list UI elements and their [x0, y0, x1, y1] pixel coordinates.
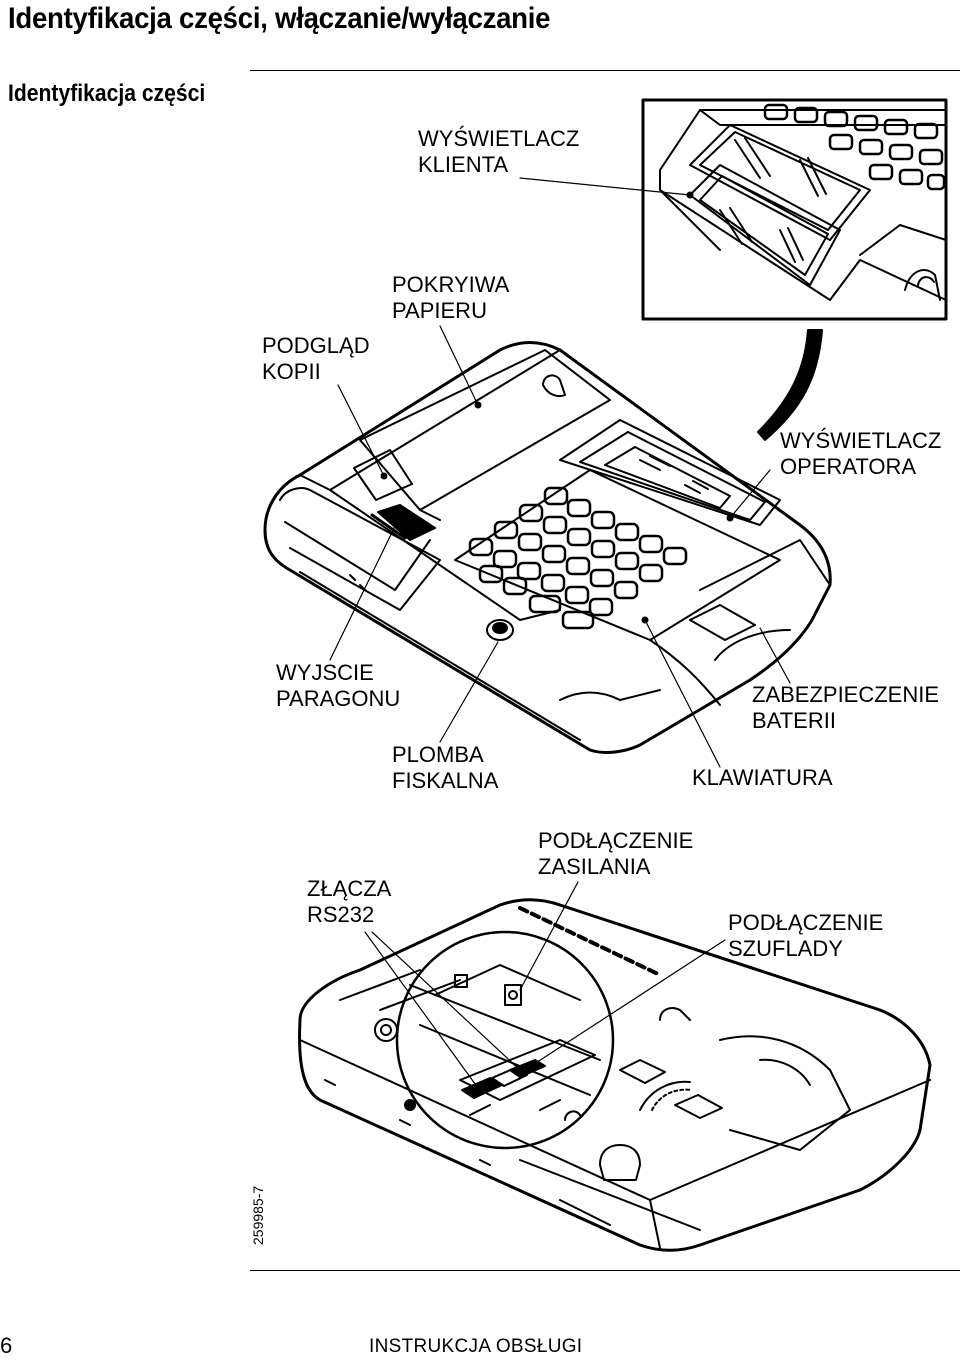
fiscal-seal-label: PLOMBA FISKALNA	[392, 742, 498, 794]
battery-cover-label-line1: ZABEZPIECZENIE	[752, 682, 940, 707]
bottom-rule	[250, 1270, 960, 1271]
customer-display-label-line1: WYŚWIETLACZ	[418, 126, 580, 151]
footer-text: INSTRUKCJA OBSŁUGI	[369, 1336, 583, 1357]
power-connector-label-line1: PODŁĄCZENIE	[538, 828, 694, 853]
battery-cover-label-line2: BATERII	[752, 708, 836, 733]
copy-preview-label-line1: PODGLĄD	[262, 333, 370, 358]
drawer-connector-label: PODŁĄCZENIE SZUFLADY	[728, 910, 883, 962]
paper-cover-label: POKRYIWA PAPIERU	[392, 272, 509, 324]
power-connector-label: PODŁĄCZENIE ZASILANIA	[538, 828, 693, 880]
rs232-ports-label-line2: RS232	[307, 902, 375, 927]
page-title: Identyfikacja części, włączanie/wyłączan…	[8, 2, 551, 35]
figure-code: 259985-7	[250, 1185, 266, 1245]
cash-register-bottom	[298, 898, 932, 1252]
operator-display-label-line1: WYŚWIETLACZ	[780, 428, 942, 453]
top-rule	[250, 70, 960, 71]
operator-display-label-line2: OPERATORA	[780, 454, 917, 479]
rs232-ports-label-line1: ZŁĄCZA	[307, 876, 392, 901]
paper-cover-label-line1: POKRYIWA	[392, 272, 510, 297]
customer-display-inset	[641, 98, 948, 321]
section-title: Identyfikacja części	[8, 80, 206, 107]
receipt-exit-label: WYJSCIE PARAGONU	[276, 660, 400, 712]
copy-preview-label-line2: KOPII	[262, 359, 321, 384]
paper-cover-label-line2: PAPIERU	[392, 298, 487, 323]
receipt-exit-label-line2: PARAGONU	[276, 686, 401, 711]
power-connector-label-line2: ZASILANIA	[538, 854, 651, 879]
page-number: 6	[0, 1333, 13, 1358]
battery-cover-label: ZABEZPIECZENIE BATERII	[752, 682, 939, 734]
drawer-connector-label-line1: PODŁĄCZENIE	[728, 910, 884, 935]
fiscal-seal-label-line2: FISKALNA	[392, 768, 499, 793]
keyboard-label-line1: KLAWIATURA	[692, 765, 833, 790]
receipt-exit-label-line1: WYJSCIE	[276, 660, 374, 685]
cash-register-main	[263, 341, 832, 754]
customer-display-label-line2: KLIENTA	[418, 152, 509, 177]
fiscal-seal-label-line1: PLOMBA	[392, 742, 484, 767]
customer-display-label: WYŚWIETLACZ KLIENTA	[418, 126, 579, 178]
keyboard-label: KLAWIATURA	[692, 765, 833, 791]
operator-display-label: WYŚWIETLACZ OPERATORA	[780, 428, 941, 480]
copy-preview-label: PODGLĄD KOPII	[262, 333, 370, 385]
rs232-ports-label: ZŁĄCZA RS232	[307, 876, 391, 928]
drawer-connector-label-line2: SZUFLADY	[728, 936, 843, 961]
